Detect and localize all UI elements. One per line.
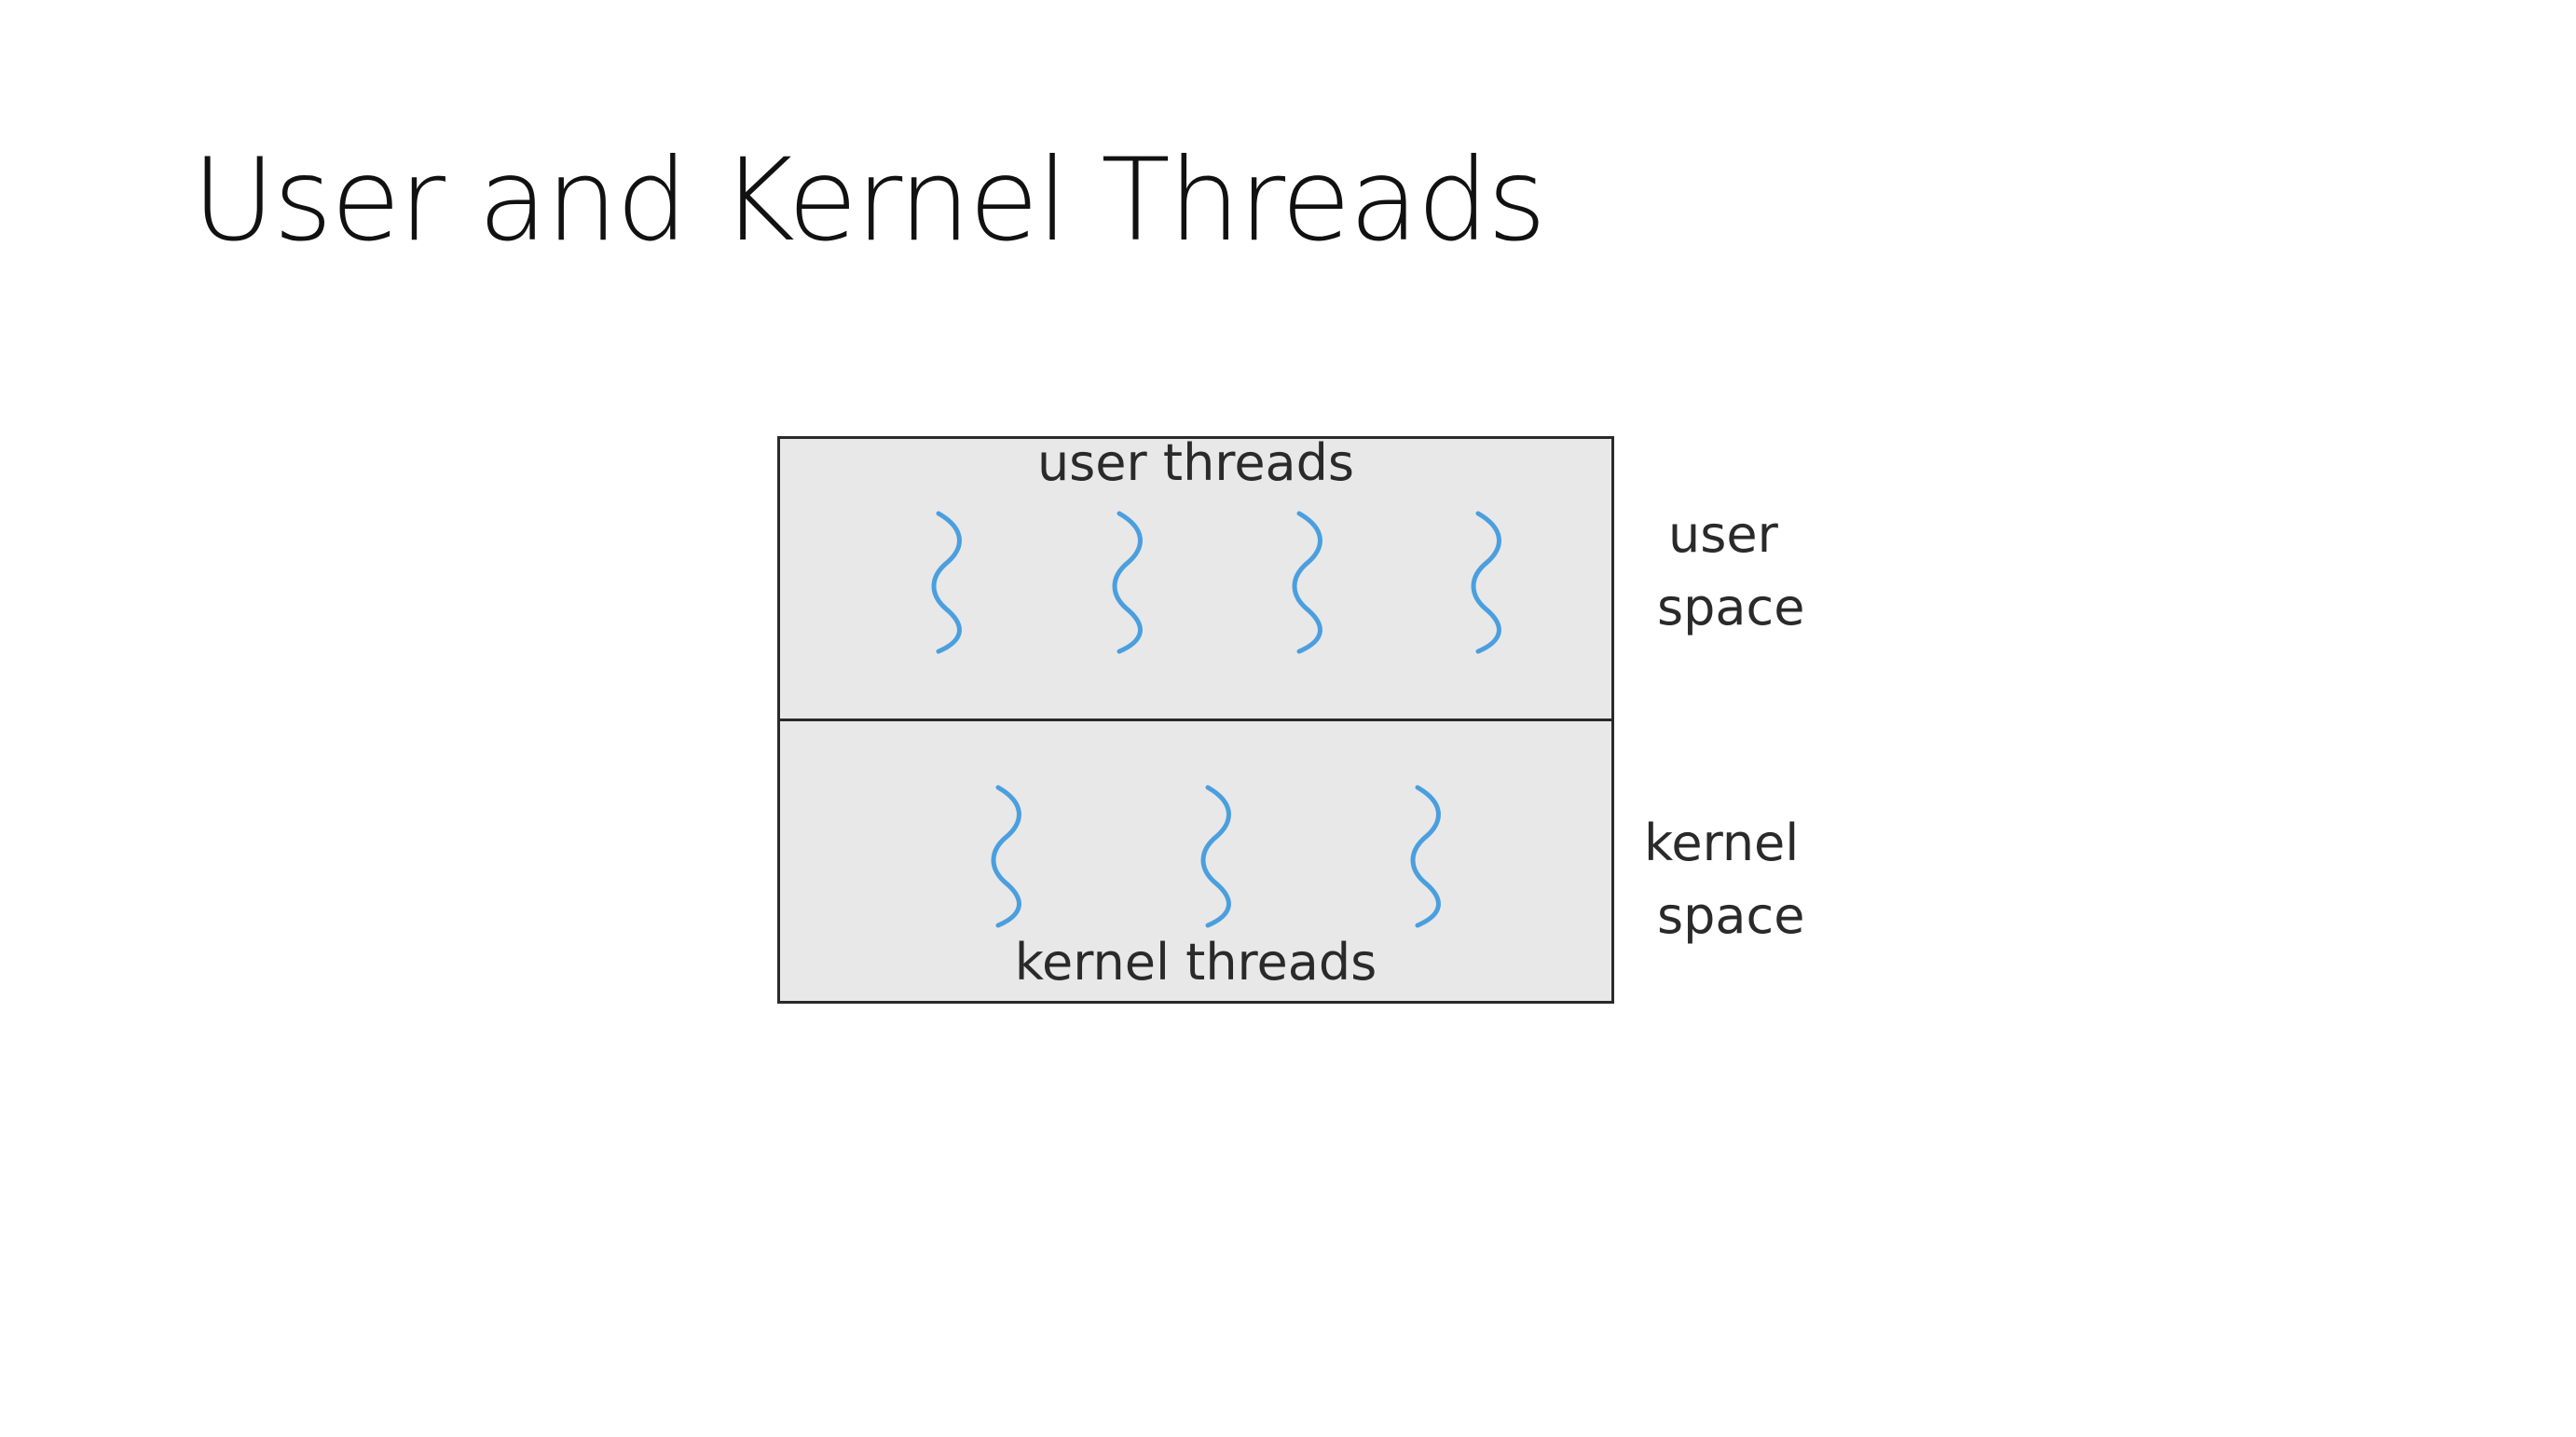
kernel-threads-label: kernel threads [1014, 933, 1377, 992]
user-threads-label: user threads [1036, 433, 1355, 492]
user-space-label: user space [1657, 499, 1804, 644]
user-thread-icon [925, 510, 970, 655]
threads-diagram: user threads kernel threads [777, 433, 1618, 1005]
kernel-space-label-line-1: kernel [1644, 814, 1800, 872]
user-thread-icon [1106, 510, 1151, 655]
kernel-thread-icon [985, 784, 1030, 929]
kernel-thread-icon [1404, 784, 1449, 929]
slide-title: User and Kernel Threads [192, 134, 1546, 267]
kernel-thread-icon [1195, 784, 1240, 929]
user-thread-icon [1286, 510, 1331, 655]
user-thread-icon [1465, 510, 1510, 655]
user-space-region: user threads [777, 433, 1614, 721]
kernel-space-label: kernel space [1644, 807, 1804, 952]
kernel-space-region: kernel threads [777, 718, 1614, 1004]
kernel-space-label-line-2: space [1657, 886, 1805, 945]
user-space-label-line-2: space [1657, 578, 1805, 636]
user-space-label-line-1: user [1668, 505, 1778, 564]
